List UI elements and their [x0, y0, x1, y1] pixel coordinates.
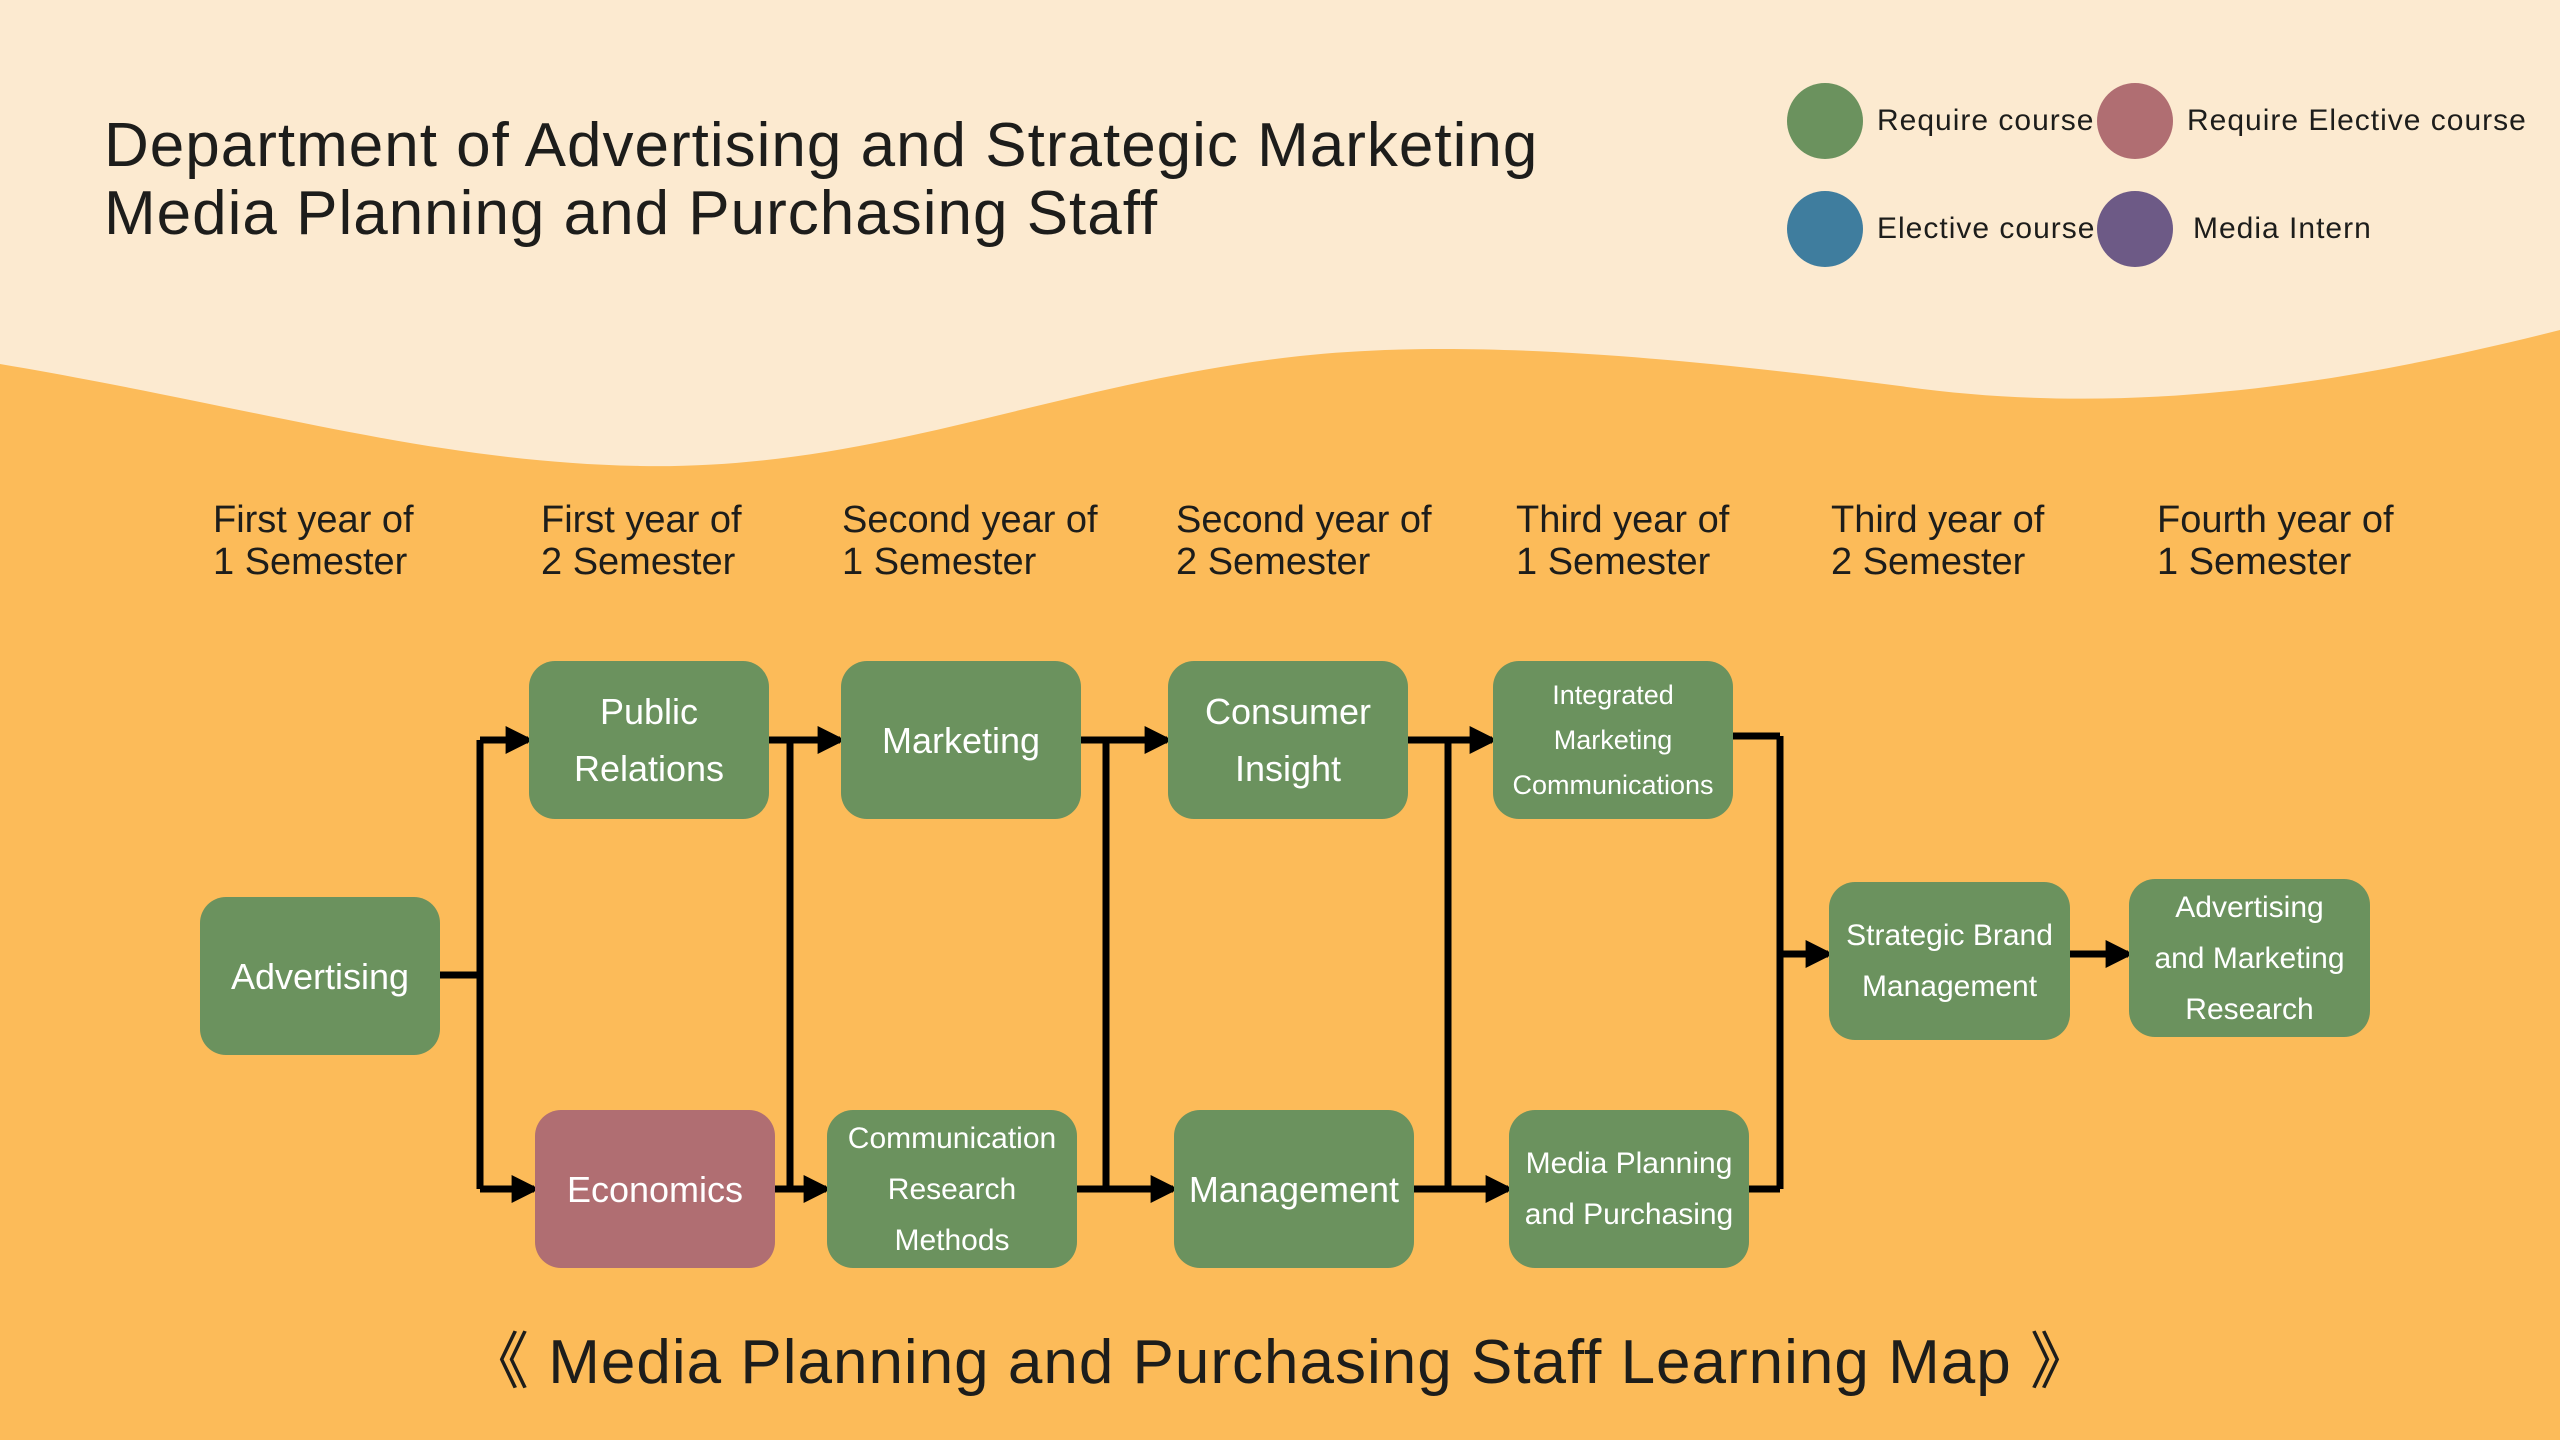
course-line: and Purchasing: [1524, 1198, 1734, 1231]
course-line: Communications: [1512, 769, 1714, 800]
course-line: Advertising: [230, 955, 410, 997]
course-line: Management: [1861, 970, 2038, 1003]
course-management: Management: [1174, 1110, 1414, 1268]
course-communication-research-methods: Communication Research Methods: [827, 1110, 1077, 1268]
semester-header-y4s1: Fourth year of 1 Semester: [2157, 499, 2394, 583]
course-line: Communication: [847, 1121, 1057, 1155]
course-line: Insight: [1234, 748, 1342, 789]
legend-elective-course: Elective course: [1787, 191, 2095, 267]
course-public-relations: Public Relations: [529, 661, 769, 819]
legend-purple-dot: [2097, 191, 2173, 267]
semester-year: Second year of: [842, 499, 1098, 541]
semester-term: 2 Semester: [541, 541, 736, 583]
semester-term: 1 Semester: [2157, 541, 2352, 583]
legend-require-elective-course: Require Elective course: [2097, 83, 2527, 159]
semester-term: 1 Semester: [213, 541, 408, 583]
legend-label: Require Elective course: [2187, 104, 2527, 137]
semester-year: First year of: [213, 499, 414, 541]
semester-header-y1s1: First year of 1 Semester: [213, 499, 414, 583]
course-line: Relations: [573, 748, 725, 789]
course-line: and Marketing: [2154, 941, 2345, 975]
course-line: Advertising: [2175, 890, 2324, 924]
legend-label: Elective course: [1877, 212, 2096, 245]
course-line: Public: [599, 691, 699, 732]
semester-header-y3s1: Third year of 1 Semester: [1516, 499, 1729, 583]
course-marketing: Marketing: [841, 661, 1081, 819]
course-strategic-brand-management: Strategic Brand Management: [1829, 882, 2070, 1040]
course-line: Marketing: [1553, 724, 1673, 755]
course-advertising-and-marketing-research: Advertising and Marketing Research: [2129, 879, 2370, 1037]
semester-year: Fourth year of: [2157, 499, 2394, 541]
course-line: Marketing: [881, 719, 1041, 761]
semester-year: Second year of: [1176, 499, 1432, 541]
title-line-2: Media Planning and Purchasing Staff: [104, 179, 1159, 248]
legend-rose-dot: [2097, 83, 2173, 159]
legend-require-course: Require course: [1787, 83, 2094, 159]
course-line: Methods: [894, 1223, 1010, 1257]
semester-header-y1s2: First year of 2 Semester: [541, 499, 742, 583]
legend-media-intern: Media Intern: [2097, 191, 2372, 267]
legend-blue-dot: [1787, 191, 1863, 267]
learning-map-title: 《 Media Planning and Purchasing Staff Le…: [467, 1328, 2093, 1397]
legend-label: Media Intern: [2193, 212, 2372, 245]
semester-header-y2s2: Second year of 2 Semester: [1176, 499, 1432, 583]
course-line: Integrated: [1552, 679, 1674, 710]
course-line: Consumer: [1204, 691, 1372, 732]
semester-term: 2 Semester: [1831, 541, 2026, 583]
semester-year: Third year of: [1516, 499, 1730, 541]
semester-header-y3s2: Third year of 2 Semester: [1831, 499, 2044, 583]
course-line: Economics: [566, 1168, 744, 1210]
title-line-1: Department of Advertising and Strategic …: [104, 111, 1539, 180]
course-advertising: Advertising: [200, 897, 440, 1055]
legend-label: Require course: [1877, 104, 2095, 137]
semester-term: 1 Semester: [842, 541, 1037, 583]
legend-green-dot: [1787, 83, 1863, 159]
course-line: Research: [2185, 992, 2314, 1026]
course-media-planning-and-purchasing: Media Planning and Purchasing: [1509, 1110, 1749, 1268]
semester-term: 2 Semester: [1176, 541, 1371, 583]
course-line: Strategic Brand: [1846, 919, 2053, 952]
course-consumer-insight: Consumer Insight: [1168, 661, 1408, 819]
course-integrated-marketing-communications: Integrated Marketing Communications: [1493, 661, 1733, 819]
page-title: Department of Advertising and Strategic …: [104, 112, 1538, 248]
course-line: Media Planning: [1525, 1147, 1733, 1180]
course-line: Management: [1188, 1168, 1400, 1210]
semester-term: 1 Semester: [1516, 541, 1711, 583]
course-economics: Economics: [535, 1110, 775, 1268]
semester-year: Third year of: [1831, 499, 2045, 541]
course-line: Research: [887, 1172, 1017, 1206]
semester-header-y2s1: Second year of 1 Semester: [842, 499, 1098, 583]
semester-year: First year of: [541, 499, 742, 541]
